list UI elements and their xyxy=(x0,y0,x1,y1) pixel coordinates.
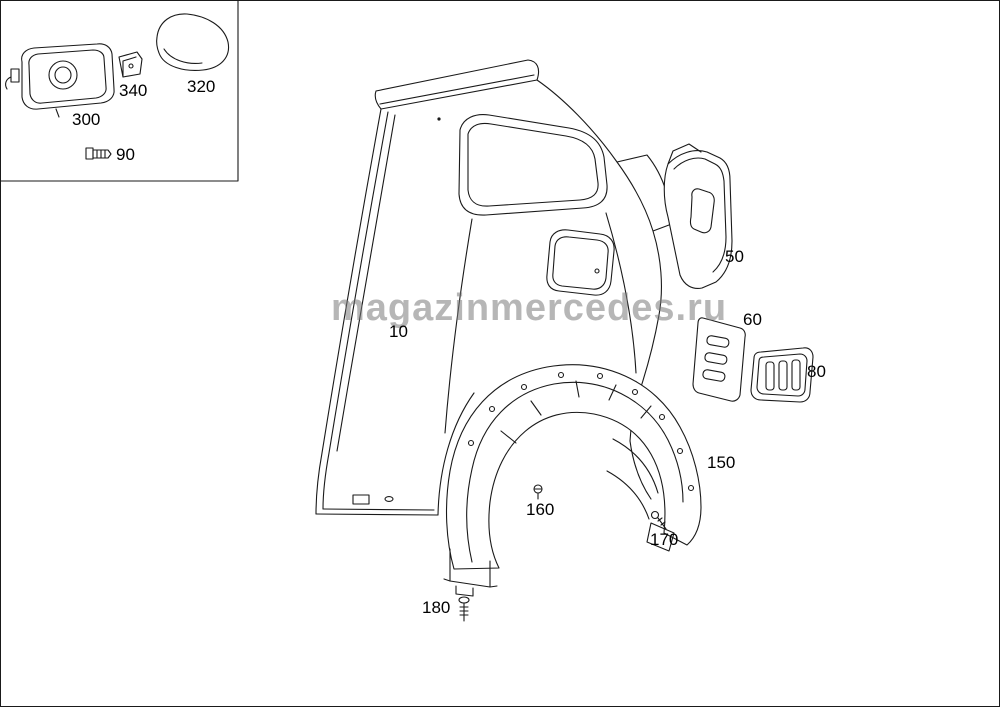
part-label-80: 80 xyxy=(807,362,826,381)
vent-panel-60-drawing xyxy=(692,317,746,402)
fuel-flap-drawing xyxy=(156,13,230,71)
part-label-50: 50 xyxy=(725,247,744,266)
part-label-170: 170 xyxy=(650,530,679,549)
part-label-150: 150 xyxy=(707,453,736,472)
part-label-300: 300 xyxy=(72,110,101,129)
screw-90-icon xyxy=(85,147,112,160)
inset-box-border xyxy=(1,1,239,182)
screw-170-icon xyxy=(650,510,667,530)
part-label-90: 90 xyxy=(116,145,135,164)
air-vent-80-drawing xyxy=(750,347,814,403)
wheel-arch-liner-drawing xyxy=(443,364,702,597)
part-label-320: 320 xyxy=(187,77,216,96)
quarter-panel-drawing xyxy=(315,59,670,516)
filler-latch-drawing xyxy=(118,51,143,78)
part-label-160: 160 xyxy=(526,500,555,519)
part-label-10: 10 xyxy=(389,322,408,341)
watermark-text: magazinmercedes.ru xyxy=(331,287,728,329)
inset-box xyxy=(1,1,239,182)
screw-180-icon xyxy=(458,596,470,622)
clip-160-icon xyxy=(533,484,543,500)
part-label-60: 60 xyxy=(743,310,762,329)
inner-panel-50-drawing xyxy=(663,143,733,289)
part-label-340: 340 xyxy=(119,81,148,100)
fuel-filler-housing-drawing xyxy=(5,43,115,118)
part-label-180: 180 xyxy=(422,598,451,617)
